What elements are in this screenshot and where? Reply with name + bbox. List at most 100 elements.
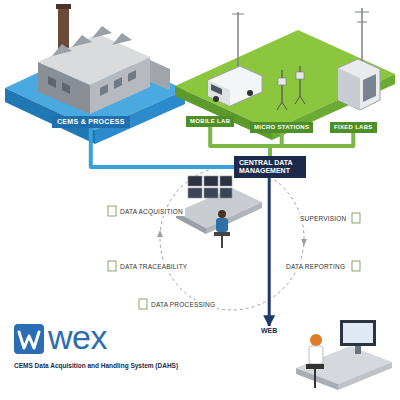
mobile-lab-van	[247, 90, 253, 96]
fixed-lab-cabinet	[361, 8, 363, 62]
logo-text: wex	[48, 320, 107, 354]
micro-station	[295, 96, 300, 104]
cycle-step-box: DATA REPORTING	[284, 262, 347, 271]
factory-building	[62, 82, 70, 94]
central-banner: CENTRAL DATA MANAGEMENT	[234, 156, 306, 178]
document-icon	[139, 299, 147, 309]
mobile-lab-van	[208, 80, 230, 106]
cycle-step: DATA REPORTING	[284, 262, 347, 271]
fixed-lab-cabinet	[357, 22, 367, 23]
cycle-step-box: DATA PROCESSING	[149, 300, 217, 309]
micro-station	[299, 66, 300, 96]
document-icon	[108, 261, 116, 271]
web-workstation	[355, 346, 361, 354]
factory-building	[72, 35, 92, 47]
factory-building	[114, 77, 122, 89]
factory-building	[48, 76, 56, 88]
fixed-lab-cabinet	[338, 68, 360, 110]
fixed-lab-cabinet	[338, 8, 380, 110]
node-text: FIXED LABS	[334, 124, 373, 131]
control-desk	[221, 236, 223, 248]
micro-station	[278, 78, 286, 85]
control-desk	[218, 210, 226, 218]
cycle-ring	[160, 166, 304, 310]
document-icon	[108, 206, 360, 309]
mobile-lab-van	[208, 12, 262, 106]
control-desk	[206, 202, 262, 234]
mobile-lab-van	[211, 84, 222, 95]
web-workstation	[309, 346, 323, 364]
web-workstation	[296, 320, 392, 390]
web-workstation	[306, 364, 324, 369]
micro-station	[281, 70, 282, 102]
document-icon	[108, 206, 116, 216]
cycle-ring	[301, 239, 307, 246]
micro-station	[282, 102, 287, 110]
source-band: FIXED LABS	[330, 122, 377, 133]
cycle-step-box: DATA TRACEABILITY	[118, 262, 189, 271]
document-icon	[352, 261, 360, 271]
logo-subtitle: CEMS Data Acquisition and Handling Syste…	[14, 362, 178, 369]
web-label: WEB	[258, 326, 280, 336]
cycle-step: DATA TRACEABILITY	[118, 262, 189, 271]
web-workstation	[310, 334, 322, 346]
cycle-step: SUPERVISION	[298, 214, 349, 223]
micro-station	[277, 102, 282, 110]
cycle-step-box: DATA ACQUISITION	[118, 207, 185, 216]
control-desk	[176, 176, 262, 248]
cycle-step: DATA ACQUISITION	[118, 207, 185, 216]
cycle-step-box: SUPERVISION	[298, 214, 349, 223]
source-band: CEMS & PROCESS	[52, 116, 130, 128]
fixed-lab-cabinet	[338, 59, 380, 110]
mobile-lab-van	[237, 12, 239, 70]
factory-building	[92, 26, 112, 38]
web-workstation	[314, 369, 316, 388]
factory-building	[38, 4, 170, 114]
cycle-ring	[157, 230, 163, 237]
control-desk	[214, 232, 230, 236]
logo-mark	[14, 324, 44, 354]
factory-building	[150, 60, 170, 90]
mobile-lab-van	[232, 14, 244, 15]
document-icon	[352, 213, 360, 223]
control-desk	[220, 176, 232, 186]
mobile-lab-van	[213, 96, 219, 102]
control-desk	[188, 188, 202, 198]
logo-text-box: wex	[48, 320, 107, 354]
node-text: CEMS & PROCESS	[57, 118, 125, 126]
factory-building	[38, 34, 150, 85]
fixed-lab-cabinet	[355, 12, 369, 13]
fixed-lab-cabinet	[363, 74, 376, 102]
node-text: CENTRAL DATA MANAGEMENT	[239, 159, 301, 175]
factory-building	[100, 84, 108, 96]
node-text: WEB	[261, 327, 277, 335]
micro-station	[277, 66, 305, 110]
source-band: MICRO STATIONS	[250, 122, 313, 133]
logo-subtitle-box: CEMS Data Acquisition and Handling Syste…	[14, 362, 178, 369]
web-workstation	[296, 368, 338, 390]
factory-building	[128, 70, 136, 82]
mobile-lab-van	[208, 66, 262, 106]
control-desk	[204, 188, 218, 198]
cycle-step: DATA PROCESSING	[149, 300, 217, 309]
control-desk	[204, 176, 218, 186]
control-desk	[188, 176, 202, 186]
logo-mark	[14, 324, 44, 354]
data-pipe	[270, 133, 353, 156]
factory-building	[112, 33, 132, 45]
factory-building	[52, 44, 72, 56]
cycle-ring	[157, 166, 307, 310]
control-desk	[220, 188, 232, 198]
control-desk	[216, 218, 228, 232]
web-workstation	[338, 362, 392, 390]
source-band: MOBILE LAB	[186, 116, 234, 127]
micro-station	[296, 72, 304, 79]
node-text: MOBILE LAB	[190, 118, 230, 125]
web-workstation	[343, 323, 373, 343]
web-workstation	[340, 320, 376, 346]
factory-building	[56, 4, 71, 9]
node-text: MICRO STATIONS	[254, 124, 309, 131]
micro-station	[300, 96, 305, 104]
logo-mark	[19, 332, 39, 348]
